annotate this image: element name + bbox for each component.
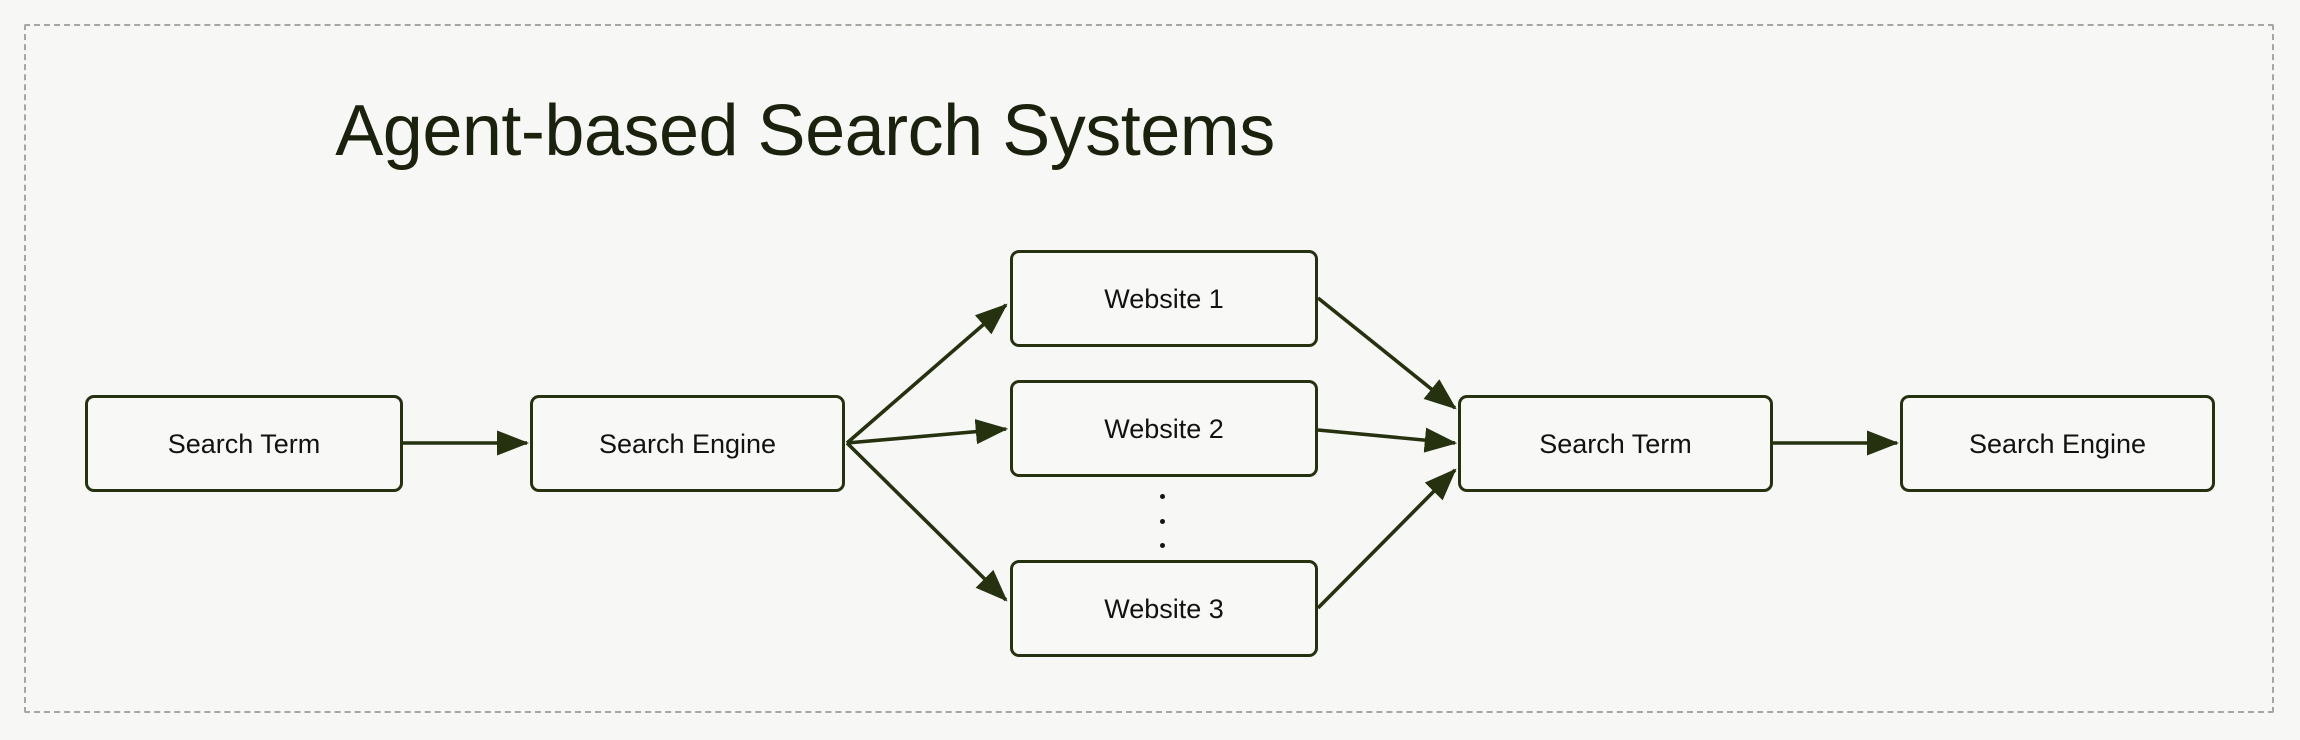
node-website-2[interactable]: Website 2 (1010, 380, 1318, 477)
node-label: Search Term (1539, 428, 1692, 459)
edge-search-engine-1-to-website-3 (845, 441, 1008, 602)
node-label: Website 2 (1104, 413, 1224, 444)
node-label: Search Term (167, 428, 321, 459)
edge-search-engine-1-to-website-2 (846, 419, 1009, 445)
node-label: Website 1 (1104, 283, 1224, 314)
page-title: Agent-based Search Systems (335, 91, 1275, 171)
ellipsis-dot (1159, 494, 1165, 499)
edge-website-2-to-search-term-2 (1317, 427, 1458, 453)
node-label: Search Engine (598, 428, 777, 459)
vertical-ellipsis-icon (1155, 494, 1169, 548)
node-website-3[interactable]: Website 3 (1010, 560, 1318, 657)
edge-website-1-to-search-term-2 (1316, 296, 1457, 410)
node-label: Website 3 (1104, 593, 1224, 624)
node-search-engine-1[interactable]: Search Engine (530, 395, 845, 492)
ellipsis-dot (1159, 543, 1165, 548)
node-website-1[interactable]: Website 1 (1010, 250, 1318, 347)
ellipsis-dot (1159, 518, 1165, 524)
node-search-engine-2[interactable]: Search Engine (1900, 395, 2215, 492)
diagram-frame-border (24, 24, 2274, 713)
node-search-term-2[interactable]: Search Term (1458, 395, 1773, 492)
edge-website-3-to-search-term-2 (1316, 468, 1457, 610)
node-label: Search Engine (1968, 428, 2147, 459)
node-search-term-1[interactable]: Search Term (85, 395, 403, 492)
edge-search-engine-1-to-website-1 (845, 303, 1008, 445)
